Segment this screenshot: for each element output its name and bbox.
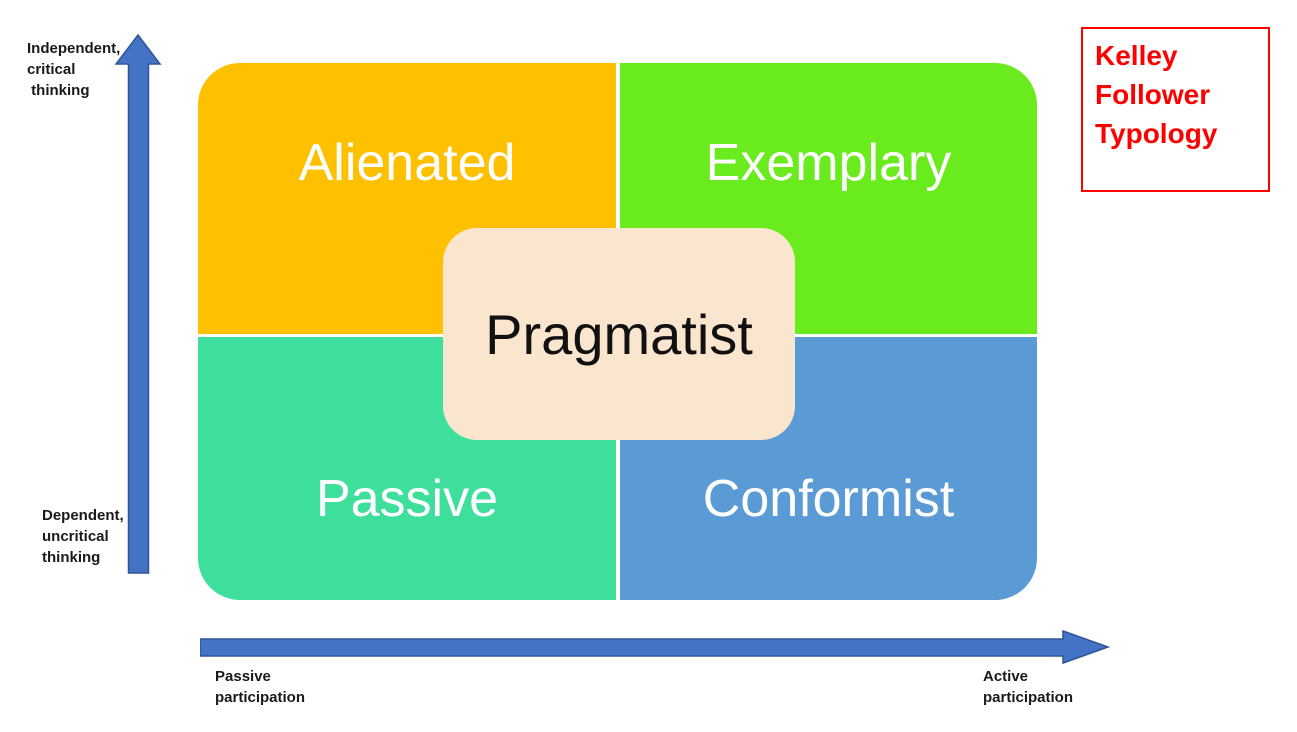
y-axis-arrow — [115, 33, 162, 574]
x-axis-right-label: Active participation — [983, 666, 1073, 708]
y-axis-top-label-line1: Independent, — [27, 40, 121, 57]
y-axis-bottom-label-line3: thinking — [42, 549, 101, 566]
title-line2: Follower — [1095, 79, 1211, 110]
y-axis-top-label-line2: critical — [27, 61, 76, 78]
y-axis-arrow-shape — [115, 33, 162, 574]
y-axis-top-label: Independent, critical thinking — [27, 38, 120, 101]
y-axis-bottom-label-line2: uncritical — [42, 528, 109, 545]
quadrant-passive-label: Passive — [315, 470, 499, 528]
quadrant-alienated: Alienated — [198, 63, 616, 334]
x-axis-right-label-line2: participation — [983, 689, 1074, 706]
title-line3: Typology — [1095, 118, 1218, 149]
quadrant-conformist-label: Conformist — [702, 470, 955, 528]
x-axis-right-label-line1: Active — [983, 668, 1029, 685]
quadrant-passive: Passive — [198, 337, 616, 600]
center-box-pragmatist-label: Pragmatist — [485, 302, 753, 366]
x-axis-arrow-shape — [200, 629, 1111, 665]
y-axis-bottom-label-line1: Dependent, — [42, 507, 124, 524]
quadrant-alienated-label: Alienated — [298, 134, 516, 192]
center-box-pragmatist: Pragmatist — [443, 228, 795, 440]
x-axis-arrow — [200, 629, 1111, 665]
y-axis-top-label-line3: thinking — [27, 82, 90, 99]
x-axis-left-label-line1: Passive — [215, 668, 271, 685]
x-axis-left-label-line2: participation — [215, 689, 306, 706]
title-line1: Kelley — [1095, 40, 1178, 71]
y-axis-bottom-label: Dependent, uncritical thinking — [42, 505, 124, 568]
title-box: Kelley Follower Typology — [1081, 27, 1270, 192]
quadrant-exemplary-label: Exemplary — [705, 134, 952, 192]
x-axis-left-label: Passive participation — [215, 666, 305, 708]
